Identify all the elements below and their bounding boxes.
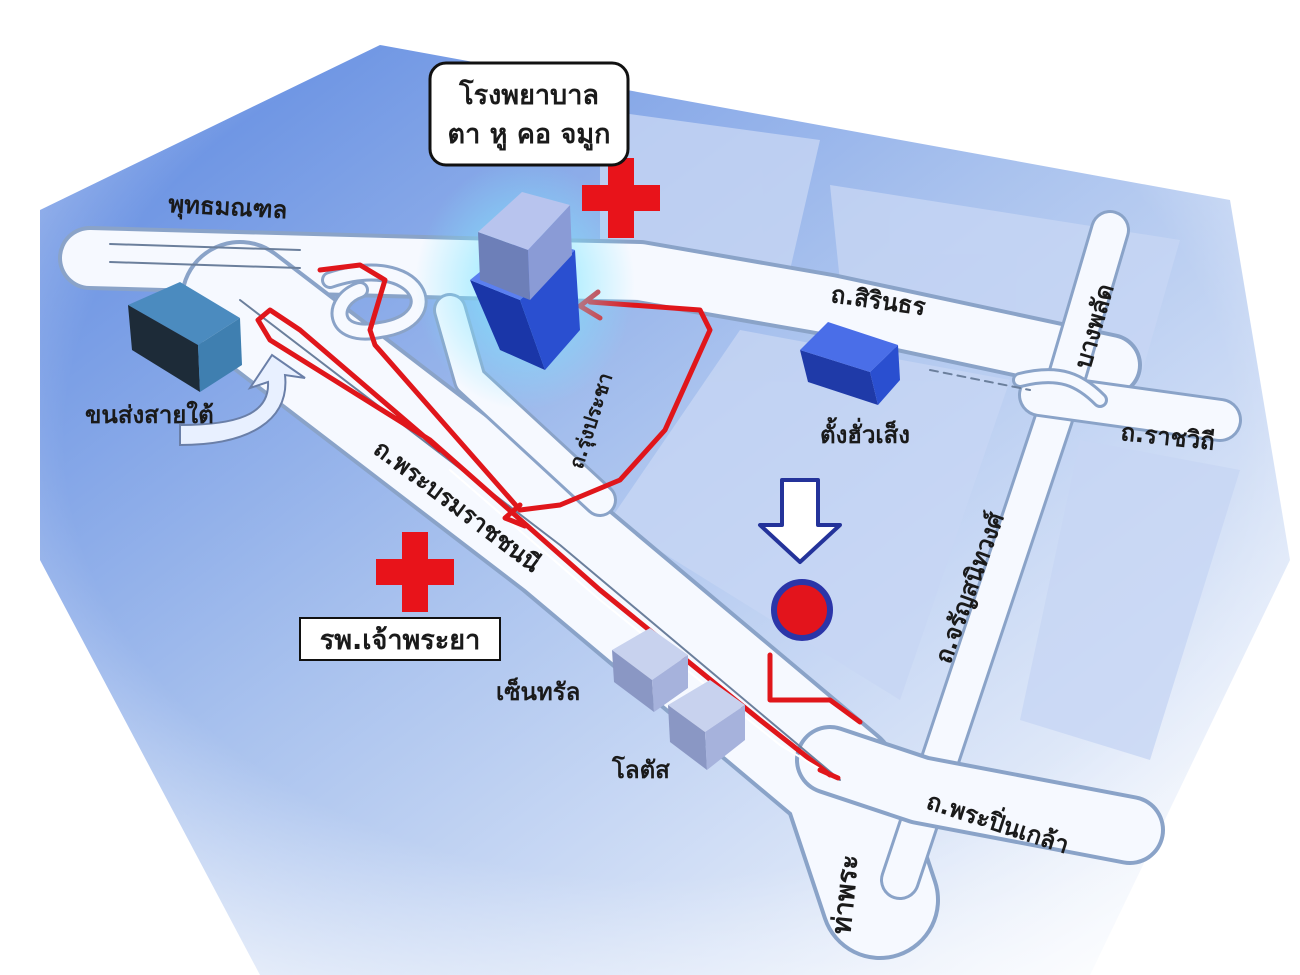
place-label-central: เซ็นทรัล bbox=[496, 677, 580, 706]
tang-hua-seng-building bbox=[800, 322, 900, 405]
main-hospital-line1: โรงพยาบาล bbox=[458, 78, 599, 111]
second-hospital-label: รพ.เจ้าพระยา bbox=[320, 625, 481, 656]
destination-marker bbox=[771, 579, 833, 641]
place-label-southern-bus: ขนส่งสายใต้ bbox=[85, 400, 214, 429]
bus-terminal-building bbox=[128, 282, 242, 392]
main-hospital-line2: ตา หู คอ จมูก bbox=[448, 119, 611, 151]
main-hospital-label-box: โรงพยาบาล ตา หู คอ จมูก bbox=[428, 61, 630, 167]
second-hospital-cross-icon bbox=[376, 532, 454, 612]
destination-arrow-icon bbox=[758, 478, 842, 564]
place-label-tang-hua-seng: ตั้งฮั่วเส็ง bbox=[820, 416, 910, 449]
main-hospital-building bbox=[470, 192, 580, 370]
curved-arrow-icon bbox=[179, 353, 306, 447]
lotus-building bbox=[668, 680, 745, 770]
city-blocks bbox=[600, 110, 1240, 760]
place-label-lotus: โลตัส bbox=[611, 755, 670, 784]
second-hospital-label-box: รพ.เจ้าพระยา bbox=[299, 617, 501, 661]
central-building bbox=[612, 628, 688, 712]
main-hospital-cross-icon bbox=[582, 158, 660, 238]
